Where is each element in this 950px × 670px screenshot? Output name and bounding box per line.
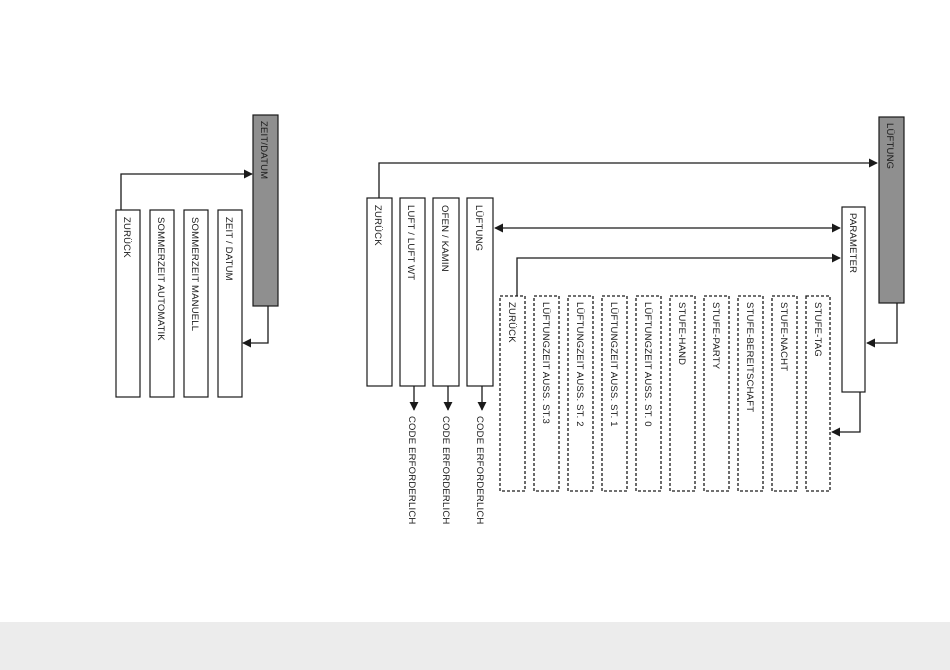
menu-item-sommerzeit-manuell-label: SOMMERZEIT MANUELL [189, 217, 200, 331]
sub-item-zurueck[interactable] [499, 295, 526, 492]
sub-item-lueftungzeit-st3[interactable] [533, 295, 560, 492]
menu-item-zurueck-right-label: ZURÜCK [372, 205, 383, 246]
arrow-header-to-parameter [866, 303, 898, 348]
menu-item-luft-luft-wt[interactable] [399, 197, 426, 387]
zeit-datum-header-box [252, 114, 279, 307]
zeit-datum-menu: ZEIT/DATUM ZEIT / DATUM SOMMERZEIT MANUE… [115, 114, 279, 398]
sub-item-stufe-bereitschaft-label: STUFE-BEREITSCHAFT [744, 302, 755, 412]
sub-item-stufe-nacht-label: STUFE-NACHT [778, 302, 789, 371]
menu-item-zurueck-left[interactable] [115, 209, 141, 398]
sub-item-lueftungzeit-st3-label: LÜFTUNGZEIT AUSS. ST.3 [540, 302, 551, 424]
parameter-sub-list: STUFE-TAG STUFE-NACHT STUFE-BEREITSCHAFT… [499, 295, 831, 492]
sub-item-zurueck-label: ZURÜCK [506, 302, 517, 343]
code-note-ofen-kamin: CODE ERFORDERLICH [440, 416, 451, 524]
menu-item-zeit-datum[interactable] [217, 209, 243, 398]
arrow-zurueck-to-lueftung-header [378, 158, 878, 198]
zeit-datum-header-label: ZEIT/DATUM [258, 121, 269, 179]
sub-item-lueftungzeit-st1-label: LÜFTUNGZEIT AUSS. ST. 1 [608, 302, 619, 427]
arrow-parameter-to-stufe-tag [831, 392, 861, 437]
lueftung-header-box [878, 116, 905, 304]
menu-item-lueftung-label: LÜFTUNG [473, 205, 484, 251]
menu-item-sommerzeit-automatik-label: SOMMERZEIT AUTOMATIK [155, 217, 166, 341]
sub-item-stufe-hand[interactable] [669, 295, 696, 492]
parameter-label: PARAMETER [847, 213, 858, 273]
menu-item-ofen-kamin-label: OFEN / KAMIN [439, 205, 450, 272]
code-note-lueftung: CODE ERFORDERLICH [474, 416, 485, 524]
arrow-sub-zurueck-to-parameter [516, 253, 841, 296]
menu-item-sommerzeit-manuell[interactable] [183, 209, 209, 398]
menu-item-zurueck-left-label: ZURÜCK [121, 217, 132, 258]
menu-item-zeit-datum-label: ZEIT / DATUM [223, 217, 234, 281]
sub-item-lueftungzeit-st0[interactable] [635, 295, 662, 492]
sub-item-lueftungzeit-st1[interactable] [601, 295, 628, 492]
arrow-header-to-zeit-datum [242, 306, 269, 348]
code-note-luft-luft-wt: CODE ERFORDERLICH [406, 416, 417, 524]
sub-item-stufe-party[interactable] [703, 295, 730, 492]
lueftung-menu: LÜFTUNG PARAMETER LÜFTUNG OFEN / KAMIN L… [366, 116, 905, 524]
sub-item-stufe-nacht[interactable] [771, 295, 798, 492]
parameter-box[interactable] [841, 206, 866, 393]
sub-item-stufe-hand-label: STUFE-HAND [676, 302, 687, 365]
arrow-zurueck-to-header-left [120, 169, 253, 210]
sub-item-lueftungzeit-st0-label: LÜFTUNGZEIT AUSS. ST. 0 [642, 302, 653, 427]
menu-item-ofen-kamin[interactable] [432, 197, 460, 387]
sub-item-stufe-party-label: STUFE-PARTY [710, 302, 721, 370]
menu-item-sommerzeit-automatik[interactable] [149, 209, 175, 398]
sub-item-lueftungzeit-st2-label: LÜFTUNGZEIT AUSS. ST. 2 [574, 302, 585, 427]
menu-item-lueftung[interactable] [466, 197, 494, 387]
sub-item-stufe-tag-label: STUFE-TAG [812, 302, 823, 357]
sub-item-stufe-bereitschaft[interactable] [737, 295, 764, 492]
sub-item-lueftungzeit-st2[interactable] [567, 295, 594, 492]
lueftung-header-label: LÜFTUNG [884, 123, 895, 169]
menu-item-luft-luft-wt-label: LUFT / LUFT WT [405, 205, 416, 280]
footer-band [0, 622, 950, 670]
sub-item-stufe-tag[interactable] [805, 295, 831, 492]
